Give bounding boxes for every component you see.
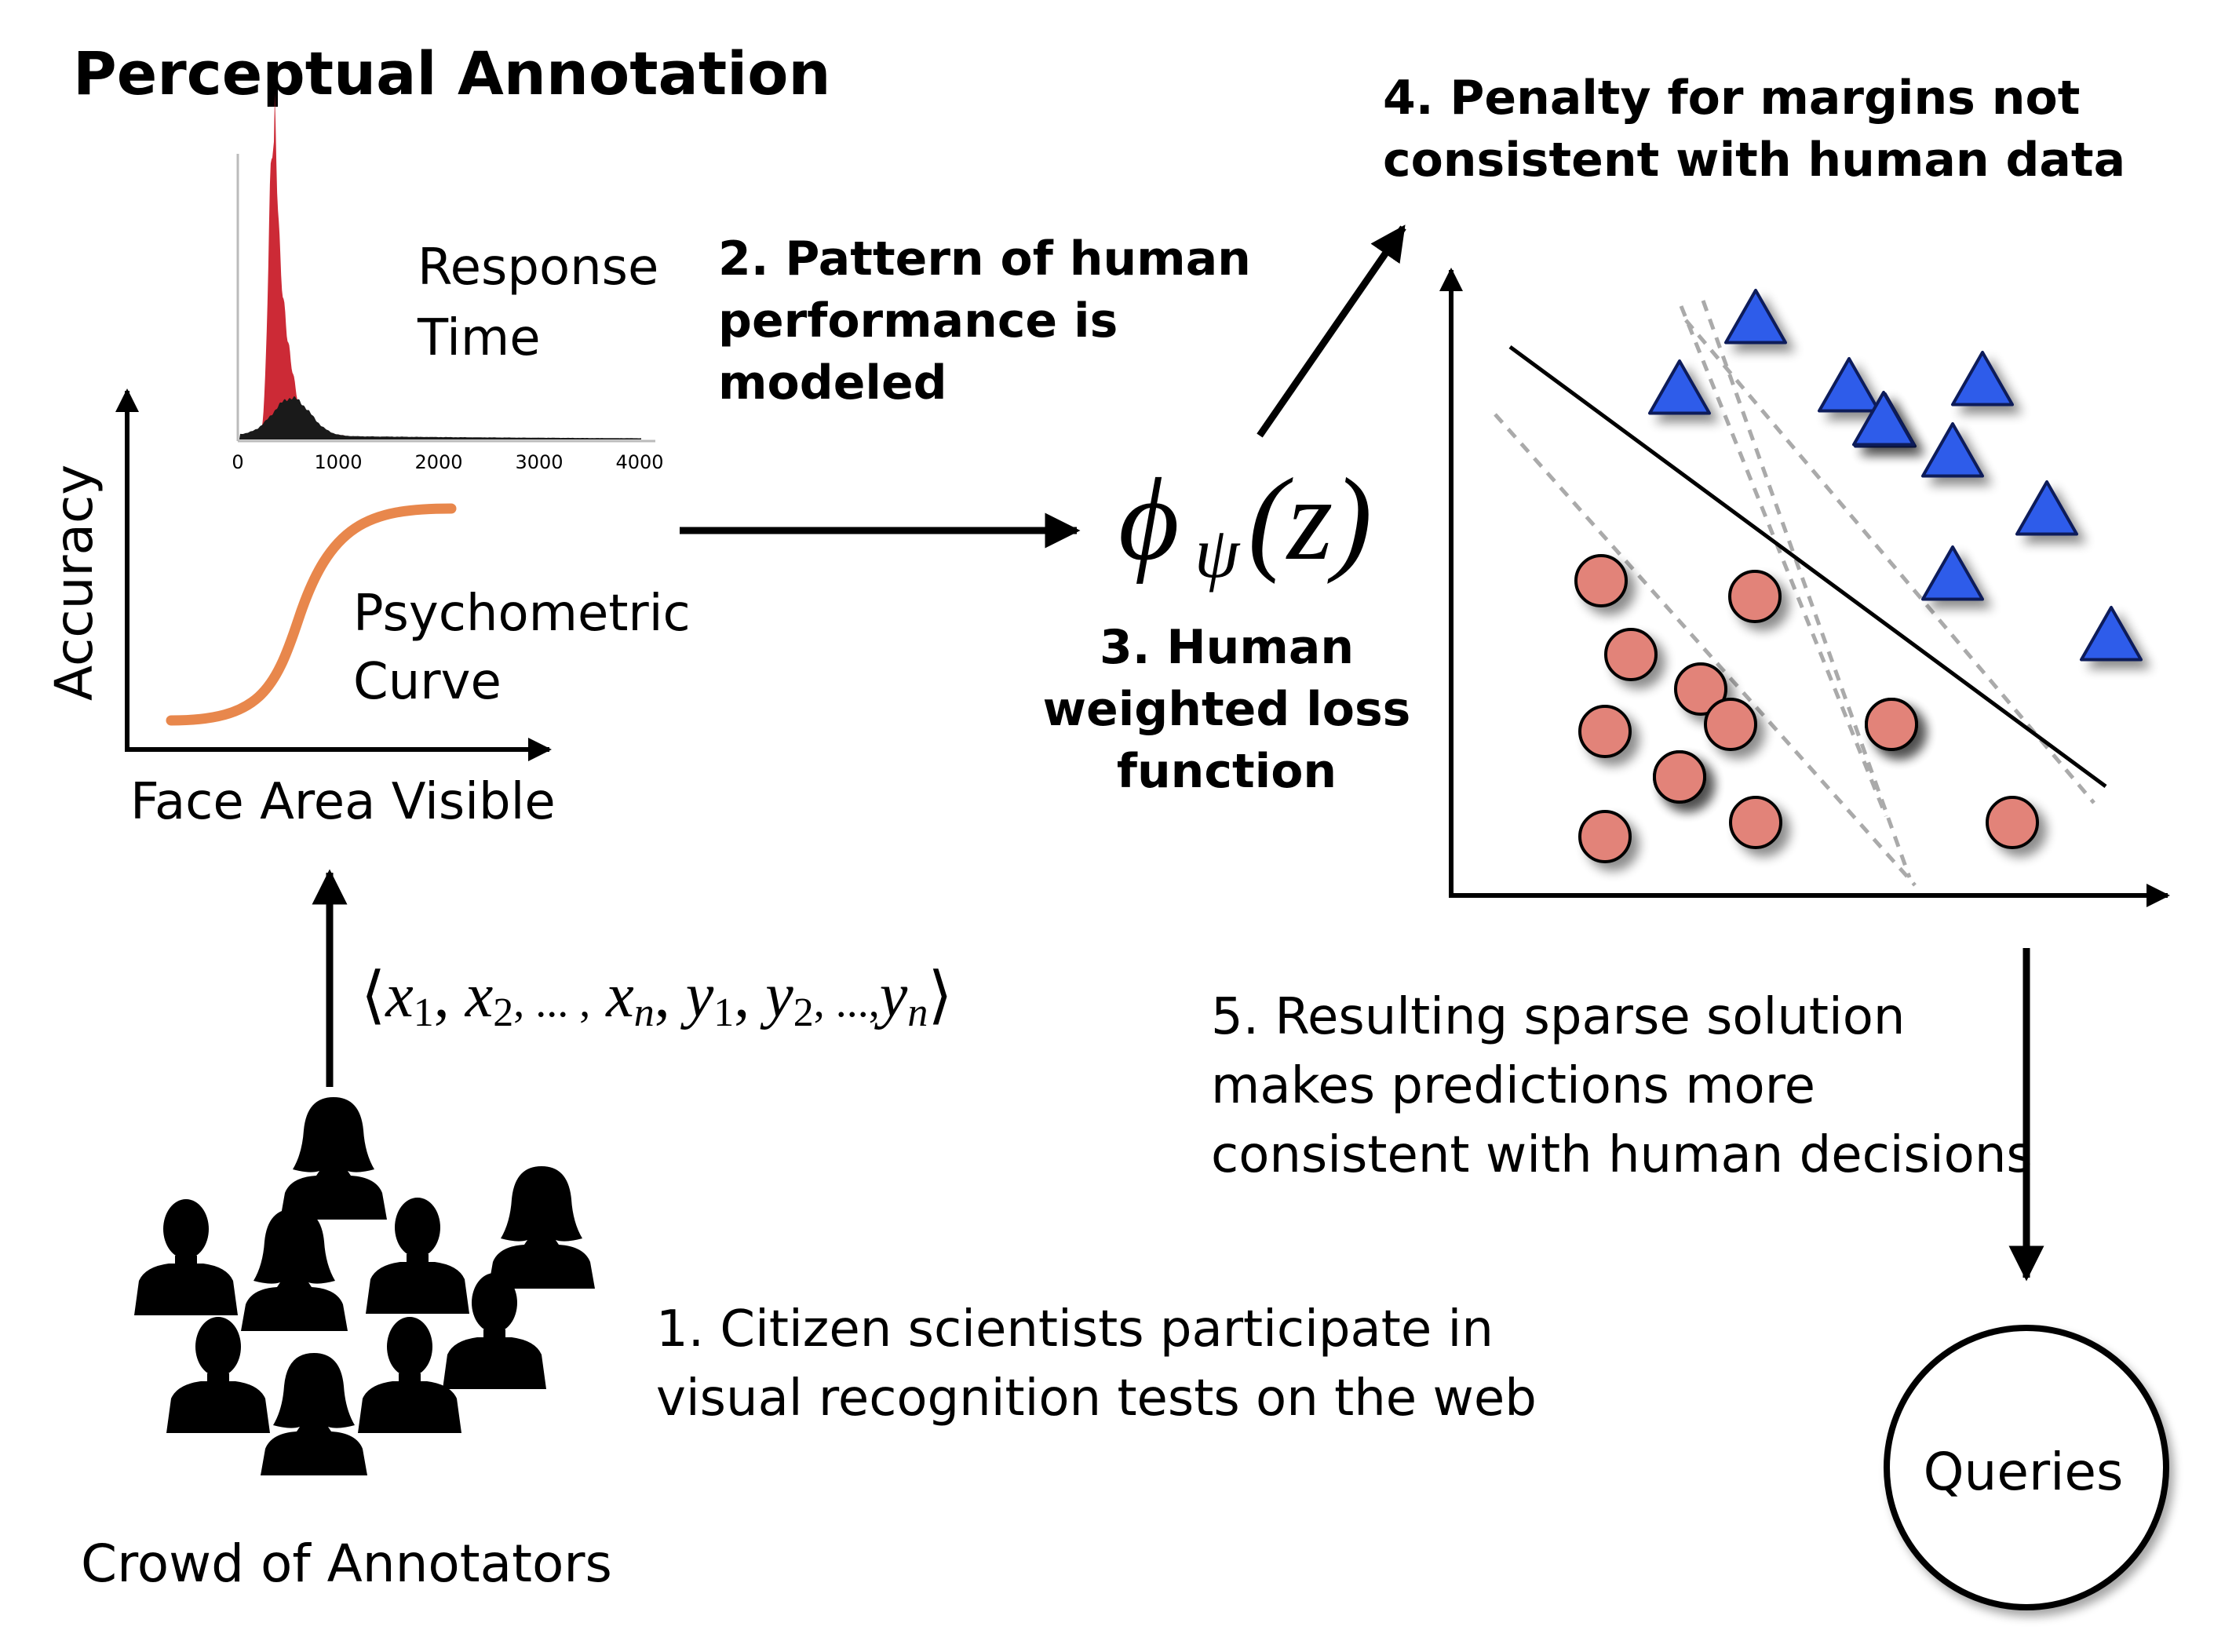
triangle-point <box>1852 391 1915 447</box>
histogram-tick-4000: 4000 <box>615 451 663 473</box>
face-area-axis-label: Face Area Visible <box>130 773 556 831</box>
psychometric-plot: Accuracy Face Area Visible Psychometric … <box>44 388 691 831</box>
step-2-line2: performance is <box>718 294 1118 348</box>
circle-point <box>1865 698 1918 751</box>
step-5-text: 5. Resulting sparse solution makes predi… <box>1211 988 2033 1184</box>
queries-node: Queries <box>1884 1325 2169 1610</box>
annotator-male-icon <box>134 1199 238 1315</box>
step-3-text: 3. Human weighted loss function <box>1043 620 1411 799</box>
triangle-point <box>1724 289 1787 345</box>
triangle-point <box>1921 422 1984 478</box>
queries-circle <box>1884 1325 2169 1610</box>
circle-point <box>1674 662 1727 716</box>
histogram-tick-0: 0 <box>232 451 243 473</box>
phi-subscript: ψ <box>1195 512 1241 593</box>
circle-point <box>1704 698 1757 751</box>
step-1-line1: 1. Citizen scientists participate in <box>656 1300 1494 1358</box>
circle-point <box>1578 705 1632 758</box>
arrow-to-penalty <box>1257 224 1406 438</box>
step-4-line1: 4. Penalty for margins not <box>1383 71 2080 126</box>
annotator-female-icon <box>261 1353 367 1475</box>
circle-point <box>1729 796 1782 849</box>
histogram-tick-3000: 3000 <box>515 451 563 473</box>
histogram-tick-1000: 1000 <box>314 451 362 473</box>
circle-point <box>1728 570 1782 623</box>
step-5-line2: makes predictions more <box>1211 1057 1815 1115</box>
annotator-female-icon <box>280 1097 387 1220</box>
step-3-line3: function <box>1117 744 1337 799</box>
circle-point <box>1604 628 1658 681</box>
margin-line-dashed-upper <box>1684 319 2095 804</box>
psychometric-label-line2: Curve <box>353 653 502 711</box>
triangle-point <box>2080 606 2143 662</box>
psychometric-curve <box>166 503 457 726</box>
histogram-black-distribution <box>239 396 641 439</box>
histogram-tick-2000: 2000 <box>414 451 462 473</box>
step-5-line3: consistent with human decisions <box>1211 1126 2033 1184</box>
queries-label: Queries <box>1924 1442 2124 1502</box>
circle-point <box>1986 796 2039 849</box>
diagram-title: Perceptual Annotation <box>73 38 831 108</box>
step-1-text: 1. Citizen scientists participate in vis… <box>656 1300 1537 1428</box>
response-time-histogram: 0 1000 2000 3000 4000 Response Time <box>232 93 664 473</box>
circle-point <box>1578 810 1632 863</box>
annotator-male-icon <box>166 1317 270 1433</box>
circle-point <box>1653 750 1706 804</box>
triangle-point <box>1921 545 1984 601</box>
accuracy-axis-label: Accuracy <box>44 465 104 701</box>
annotation-tuple: ⟨x1, x2, ... , xn, y1, y2, ...,yn⟩ <box>361 961 953 1035</box>
psychometric-label-line1: Psychometric <box>353 585 691 643</box>
triangle-point <box>1951 351 2014 407</box>
decision-boundary <box>1508 345 2107 789</box>
circle-point <box>1574 554 1628 607</box>
step-5-line1: 5. Resulting sparse solution <box>1211 988 1905 1046</box>
annotator-female-icon <box>488 1166 595 1289</box>
margin-scatter-plot <box>1439 268 2170 907</box>
response-time-label-line1: Response <box>418 239 658 297</box>
annotator-crowd <box>134 1097 595 1475</box>
step-4-line2: consistent with human data <box>1383 133 2125 188</box>
step-3-line1: 3. Human <box>1100 620 1354 675</box>
step-2-line3: modeled <box>718 356 947 410</box>
annotator-female-icon <box>241 1209 348 1331</box>
triangle-point <box>1818 357 1880 413</box>
margin-line-dashed-lower <box>1494 413 1917 887</box>
triangle-point <box>2015 480 2078 536</box>
loss-function-formula: ϕ ψ (z) <box>1118 454 1372 593</box>
step-1-line2: visual recognition tests on the web <box>656 1369 1537 1428</box>
triangle-point <box>1648 359 1711 415</box>
phi-symbol: ϕ <box>1118 454 1180 585</box>
step-3-line2: weighted loss <box>1043 682 1411 737</box>
response-time-label-line2: Time <box>417 309 541 367</box>
crowd-label: Crowd of Annotators <box>81 1533 612 1594</box>
step-2-text: 2. Pattern of human performance is model… <box>718 232 1251 410</box>
margin-line-dashed-steep-1 <box>1679 305 1888 817</box>
step-4-text: 4. Penalty for margins not consistent wi… <box>1383 71 2125 188</box>
phi-argument: (z) <box>1248 454 1372 585</box>
margin-line-dashed-steep-2 <box>1701 300 1912 878</box>
step-2-line1: 2. Pattern of human <box>718 232 1251 286</box>
